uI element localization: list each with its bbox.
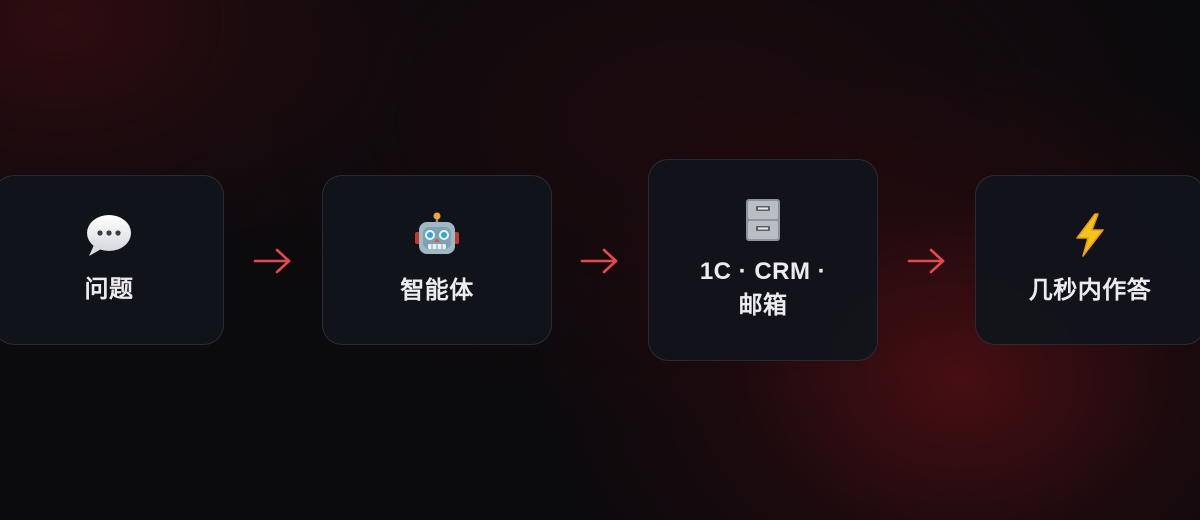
step-card-agent: 智能体 <box>322 175 552 345</box>
step-card-data-sources: 1C · CRM · 邮箱 <box>648 159 878 361</box>
arrow-right-icon <box>580 246 620 276</box>
robot-icon <box>414 212 460 258</box>
speech-bubble-icon <box>86 213 132 257</box>
lightning-icon <box>1067 212 1113 258</box>
step-label-answer: 几秒内作答 <box>1028 277 1152 304</box>
step-label-agent: 智能体 <box>400 277 474 304</box>
step-label-data-sources: 1C · CRM · 邮箱 <box>699 258 827 319</box>
step-card-question: 问题 <box>0 175 224 345</box>
file-cabinet-icon <box>740 197 786 243</box>
step-label-question: 问题 <box>84 276 134 303</box>
arrow-right-icon <box>253 246 293 276</box>
step-card-answer: 几秒内作答 <box>975 175 1200 345</box>
arrow-right-icon <box>907 246 947 276</box>
